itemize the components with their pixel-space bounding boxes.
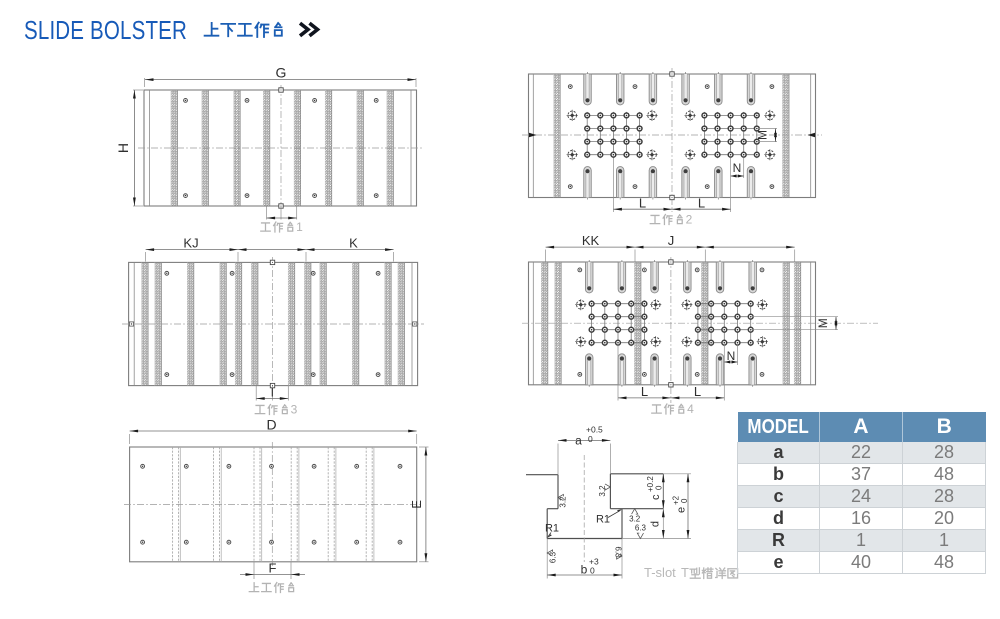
svg-text:E: E [409,500,424,509]
svg-text:3.2: 3.2 [629,515,641,524]
svg-text:R1: R1 [596,514,610,526]
svg-text:e: e [676,507,688,513]
svg-text:F: F [269,561,277,576]
svg-text:3: 3 [291,403,298,417]
svg-text:+0.5: +0.5 [586,425,603,435]
svg-text:K: K [349,236,358,251]
svg-text:a: a [575,434,582,448]
svg-text:G: G [276,65,287,81]
svg-text:T: T [681,565,689,580]
svg-text:3.2: 3.2 [598,485,607,497]
svg-text:3.2: 3.2 [559,496,568,508]
svg-text:J: J [668,233,675,248]
svg-text:0: 0 [680,498,689,503]
svg-text:4: 4 [687,402,694,416]
svg-text:D: D [266,416,276,432]
svg-text:+0.2: +0.2 [646,476,655,492]
svg-text:N: N [727,349,736,363]
svg-text:L: L [698,195,705,210]
svg-text:0: 0 [588,434,593,444]
svg-text:R1: R1 [545,523,559,535]
svg-text:6.3: 6.3 [549,551,558,563]
svg-text:KK: KK [582,233,600,248]
svg-text:0: 0 [655,485,664,490]
svg-text:6.3: 6.3 [614,546,623,558]
svg-text:c: c [650,494,662,500]
svg-text:+3: +3 [589,557,599,567]
svg-text:L: L [641,384,648,399]
svg-text:0: 0 [590,566,595,576]
svg-text:KJ: KJ [183,236,198,251]
svg-text:M: M [756,130,770,140]
svg-text:M: M [816,318,830,328]
svg-text:2: 2 [686,213,693,227]
svg-text:N: N [733,161,742,175]
svg-text:I: I [271,386,274,400]
svg-text:6.3: 6.3 [635,524,647,533]
svg-text:L: L [639,195,646,210]
svg-text:d: d [650,521,662,527]
svg-text:L: L [694,384,701,399]
svg-text:1: 1 [296,220,303,234]
svg-text:b: b [581,563,588,577]
svg-text:+2: +2 [672,495,681,505]
svg-text:H: H [115,143,131,153]
svg-text:T-slot: T-slot [644,565,676,580]
